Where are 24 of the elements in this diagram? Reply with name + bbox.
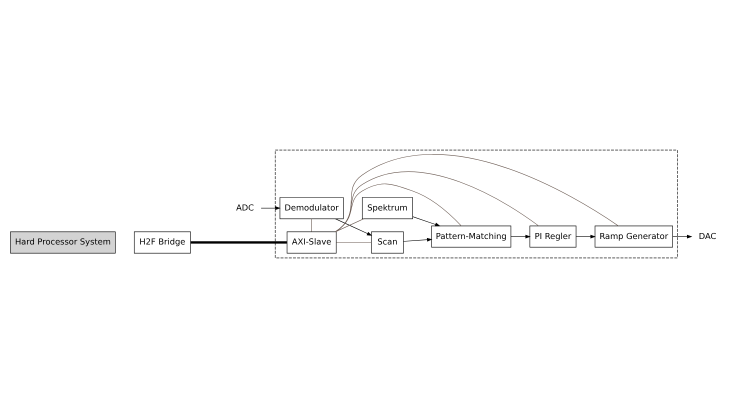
arrow: [260, 206, 281, 210]
node-box: Hard Processor System: [10, 231, 116, 253]
node-box: H2F Bridge: [134, 231, 191, 253]
arrow: [576, 234, 596, 238]
connector: [311, 218, 312, 232]
node-box: PI Regler: [530, 225, 576, 248]
arrow: [412, 216, 440, 226]
connector: [334, 183, 462, 232]
node-text: ADC: [236, 202, 254, 212]
node-box: Spektrum: [362, 196, 413, 219]
arrow: [510, 234, 531, 238]
node-text: DAC: [698, 230, 716, 240]
connector: [335, 218, 364, 232]
arrow: [335, 218, 372, 236]
arrow: [403, 237, 432, 242]
connector: [190, 240, 287, 244]
arrow: [672, 234, 692, 238]
connector: [336, 154, 619, 232]
node-box: Demodulator: [280, 196, 344, 219]
connector: [335, 170, 539, 232]
node-box: Scan: [371, 231, 404, 253]
node-box: AXI-Slave: [286, 231, 336, 253]
node-box: Ramp Generator: [594, 225, 673, 248]
node-box: Pattern-Matching: [431, 225, 512, 248]
